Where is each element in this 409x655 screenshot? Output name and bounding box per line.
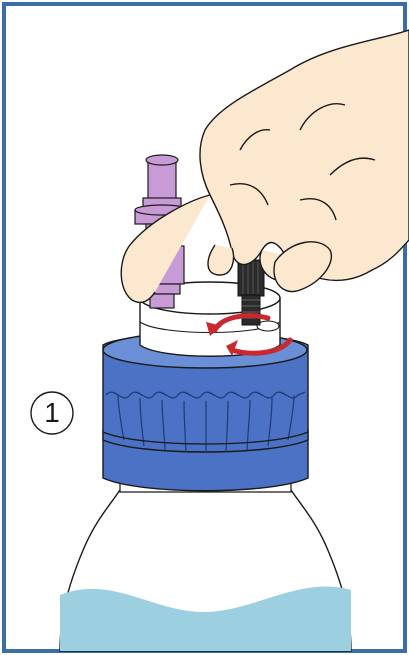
step-number: 1: [30, 391, 74, 435]
